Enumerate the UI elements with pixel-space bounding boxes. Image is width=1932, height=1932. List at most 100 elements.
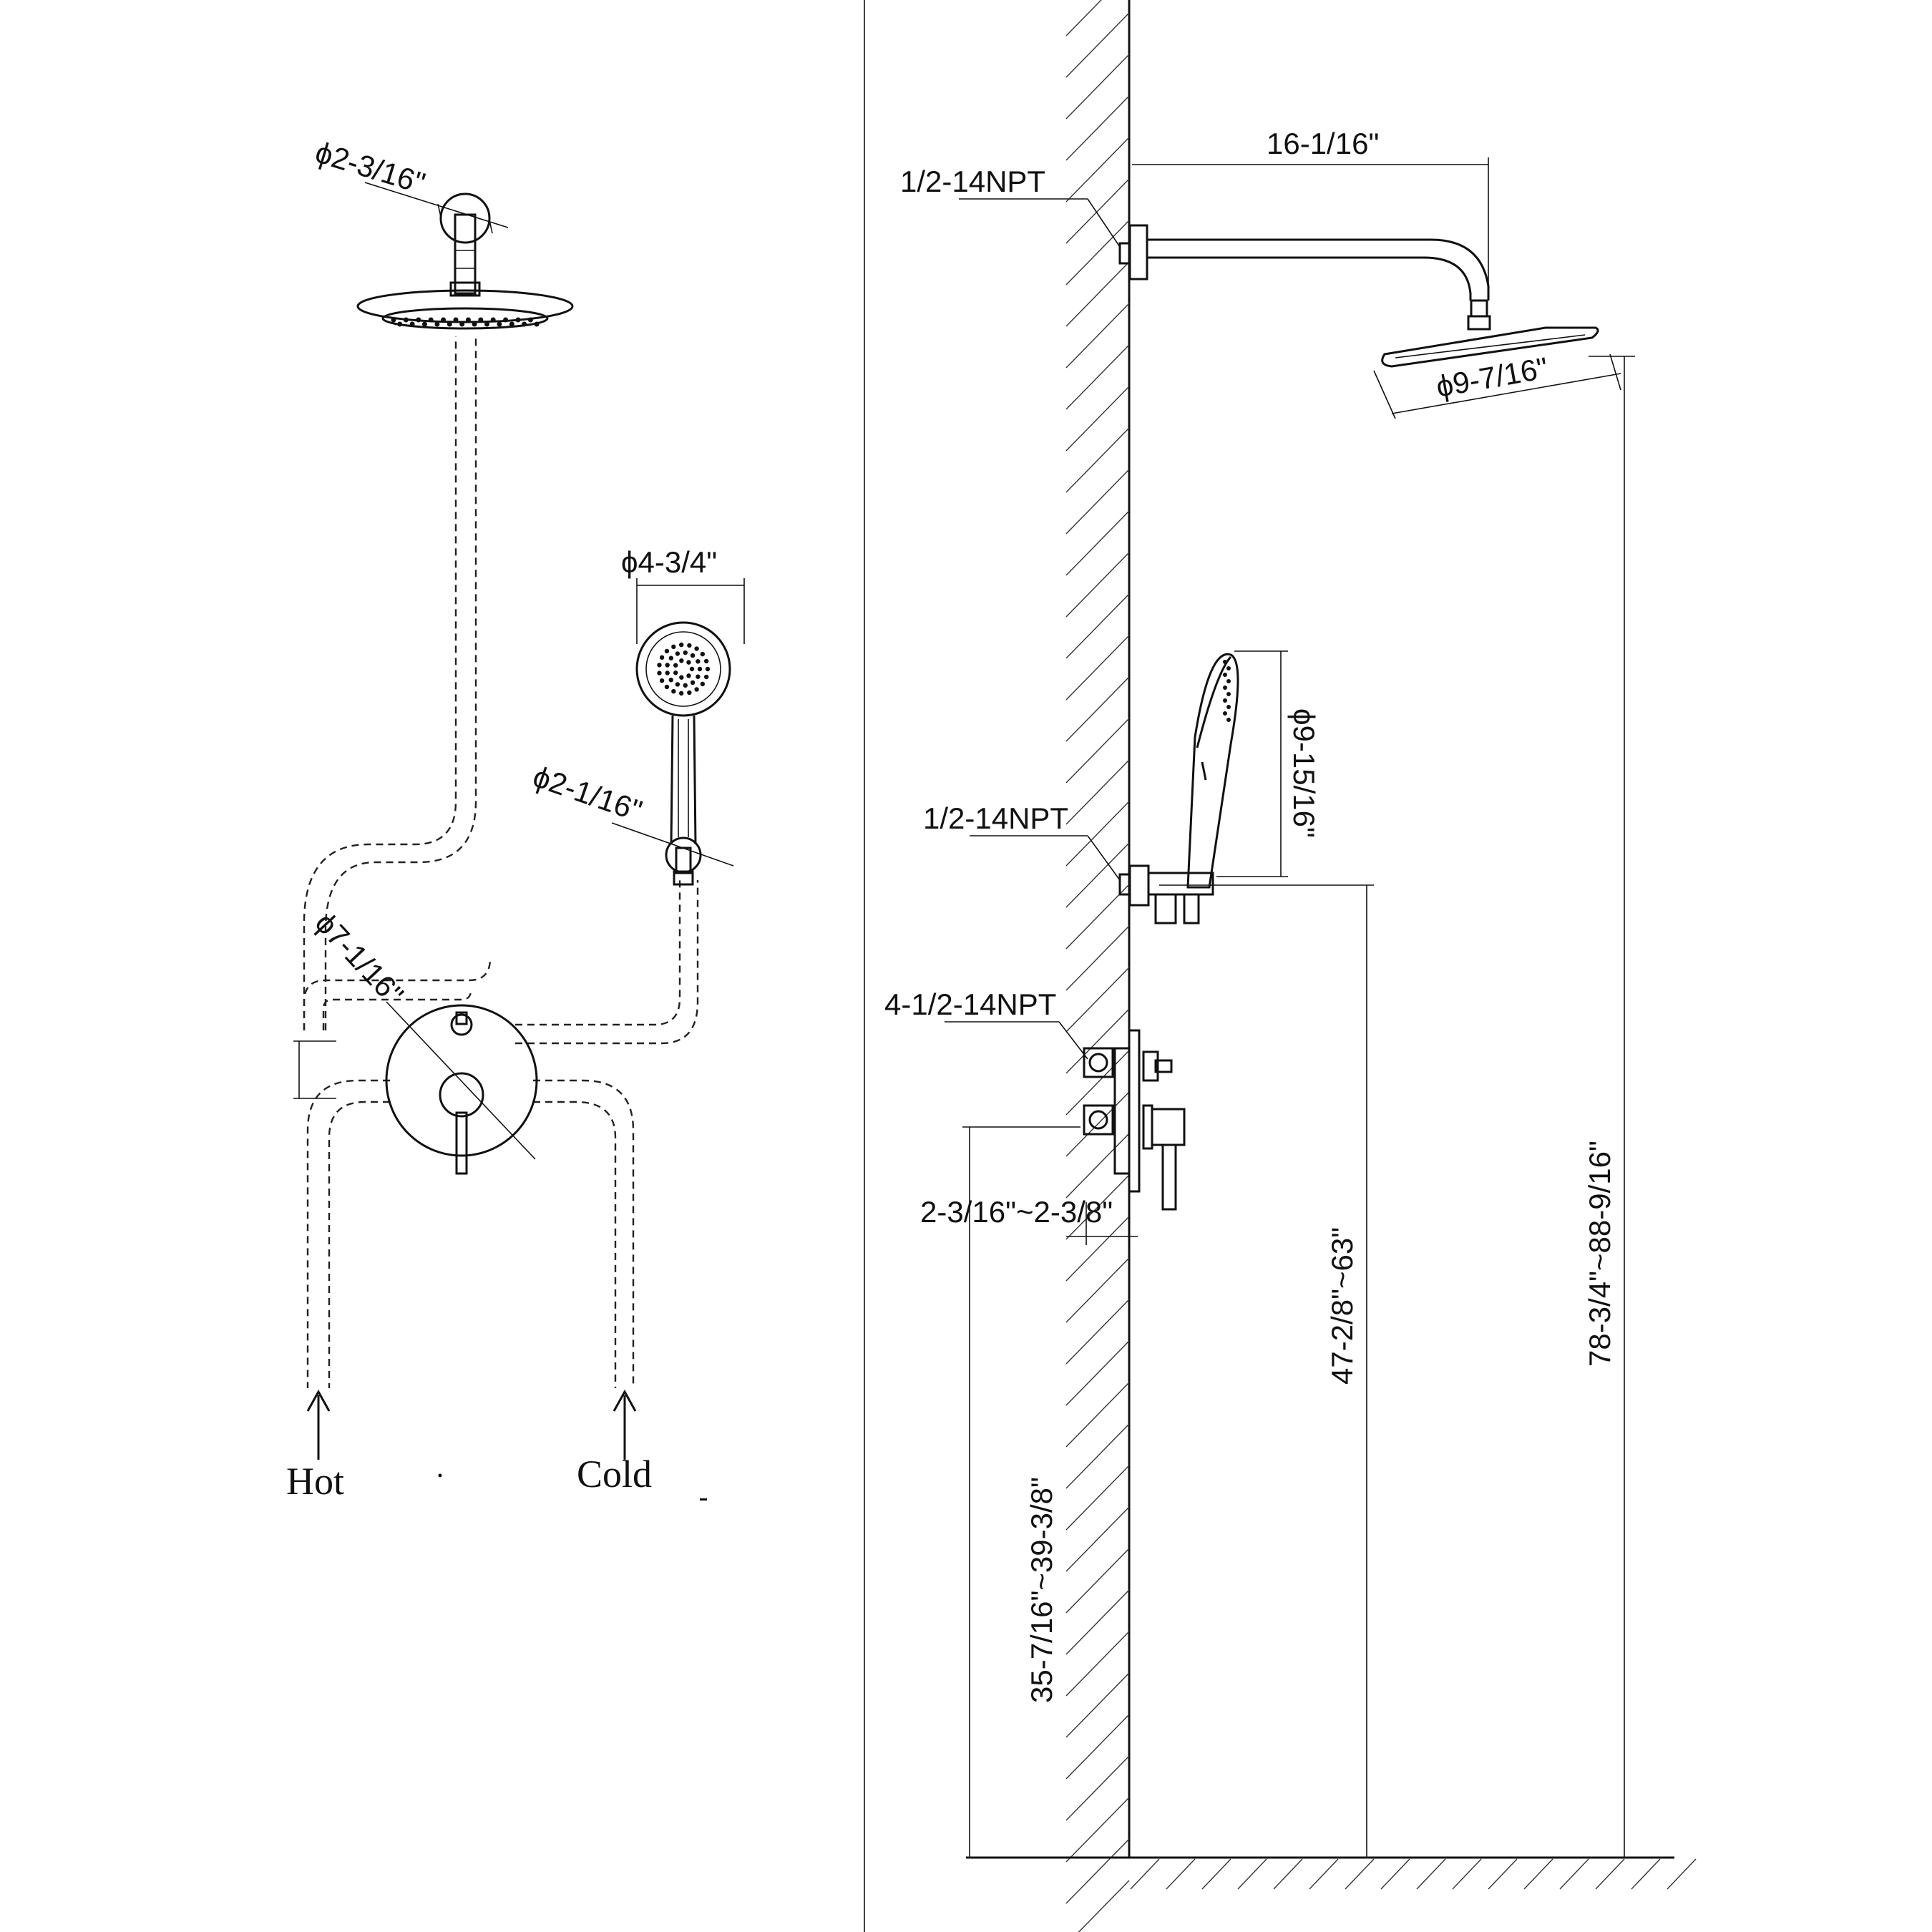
- handshower-side: [1118, 653, 1239, 924]
- nozzle-dot: [705, 666, 711, 672]
- hot-label: Hot: [286, 1460, 344, 1503]
- nozzle-dot: [673, 663, 678, 668]
- hatch-line: [1065, 635, 1130, 701]
- nozzle-dot: [686, 673, 691, 678]
- nozzle-dot: [497, 321, 502, 327]
- hatch-line: [1380, 1858, 1410, 1890]
- inlet-arrows: [306, 1389, 637, 1460]
- nozzle-dot: [679, 658, 684, 663]
- hatch-line: [1065, 967, 1130, 1033]
- hatch-line: [1065, 95, 1130, 161]
- nozzle-dot: [687, 690, 692, 696]
- hatch-line: [1065, 386, 1130, 452]
- dim-holder-diameter: ϕ2-1/16": [529, 759, 734, 867]
- nozzle-dot: [522, 321, 527, 327]
- nozzle-dot: [675, 651, 680, 656]
- dim-showerhead-height: [1589, 356, 1635, 1857]
- nozzle-dot: [668, 655, 673, 660]
- nozzle-dot: [665, 670, 670, 675]
- hatch-line: [1065, 1174, 1130, 1240]
- nozzle-dot: [668, 678, 673, 683]
- hatch-line: [1065, 759, 1130, 825]
- nozzle-dot: [664, 648, 670, 654]
- hatch-line: [1065, 1755, 1130, 1821]
- nozzle-dot: [690, 653, 696, 658]
- nozzle-dot: [1223, 686, 1227, 690]
- hatch-line: [1065, 884, 1130, 950]
- rain-showerhead-side: [1373, 326, 1621, 419]
- hatch-line: [1452, 1858, 1482, 1890]
- nozzle-dot: [696, 659, 701, 664]
- nozzle-dot: [503, 317, 509, 323]
- nozzle-dot: [657, 663, 662, 668]
- dim-pipe-spacing: [293, 1040, 336, 1099]
- dim-handshower-diameter: ϕ4-3/4": [621, 545, 745, 644]
- shower-arm-side: [1118, 224, 1491, 331]
- hatch-line: [1065, 54, 1130, 119]
- hatch-line: [1065, 1257, 1130, 1323]
- nozzle-dot: [679, 675, 684, 680]
- nozzle-dot: [665, 663, 670, 668]
- hatch-line: [1065, 1216, 1130, 1282]
- arm-diameter-label: ϕ2-3/16": [311, 135, 429, 200]
- nozzle-dot: [687, 643, 692, 648]
- hatch-line: [1130, 1858, 1160, 1890]
- hatch-line: [1065, 1589, 1130, 1655]
- nozzle-dot: [1226, 666, 1231, 670]
- arm-projection-label: 16-1/16": [1267, 127, 1379, 160]
- hatch-line: [1065, 0, 1102, 36]
- hatch-line: [1065, 178, 1130, 244]
- nozzle-dot: [534, 321, 540, 327]
- hatch-line: [1065, 1714, 1130, 1780]
- nozzle-dot: [671, 688, 676, 694]
- nozzle-dot: [683, 683, 688, 688]
- hatch-line: [1065, 925, 1130, 991]
- nozzle-dot: [690, 680, 696, 686]
- valve-depth-label: 2-3/16"~2-3/8": [920, 1195, 1113, 1229]
- nozzle-dot: [659, 655, 665, 660]
- rain-showerhead-front: [356, 289, 574, 330]
- nozzle-dot: [675, 682, 680, 687]
- nozzle-dot: [397, 321, 403, 327]
- nozzle-dot: [1226, 679, 1231, 683]
- nozzle-dot: [453, 317, 459, 323]
- hatch-line: [1273, 1858, 1303, 1890]
- hatch-line: [1065, 303, 1130, 369]
- arm-thread-label: 1/2-14NPT: [900, 165, 1045, 198]
- handshower-front: [635, 621, 731, 886]
- showerhead-height-label: 78-3/4"~88-9/16": [1583, 1141, 1616, 1367]
- hatch-line: [1065, 137, 1130, 203]
- nozzle-dot: [664, 684, 670, 690]
- dim-handshower-length: [1216, 650, 1288, 877]
- nozzle-dot: [422, 321, 427, 327]
- nozzle-dot: [484, 321, 489, 327]
- nozzle-dot: [441, 317, 447, 323]
- nozzle-dot: [671, 644, 676, 650]
- hatch-line: [1559, 1858, 1589, 1890]
- dim-valve-diameter: ϕ7-1/16": [308, 906, 536, 1160]
- dim-arm-projection: [1132, 157, 1489, 301]
- nozzle-dot: [700, 681, 706, 687]
- hatch-line: [1065, 1340, 1130, 1406]
- hatch-line: [1065, 1838, 1130, 1904]
- nozzle-dot: [391, 317, 396, 323]
- thread-leaders: [945, 198, 1121, 1060]
- dim-valve-height: [962, 1126, 1080, 1857]
- nozzle-dot: [703, 658, 709, 664]
- hatch-line: [1065, 427, 1130, 493]
- hatch-line: [1488, 1858, 1518, 1890]
- hatch-line: [1065, 552, 1130, 618]
- hatch-line: [1065, 344, 1130, 410]
- holder-height-label: 47-2/8"~63": [1325, 1227, 1359, 1385]
- hatch-line: [1201, 1858, 1231, 1890]
- hatch-line: [1595, 1858, 1625, 1890]
- nozzle-dot: [689, 666, 695, 672]
- dim-arm-diameter: ϕ2-3/16": [311, 135, 509, 234]
- hatch-line: [1667, 1858, 1697, 1890]
- nozzle-dot: [686, 660, 691, 665]
- cold-label: Cold: [577, 1453, 652, 1496]
- hatch-line: [1065, 801, 1130, 867]
- nozzle-dot: [447, 321, 452, 327]
- hatch-line: [1065, 1133, 1130, 1199]
